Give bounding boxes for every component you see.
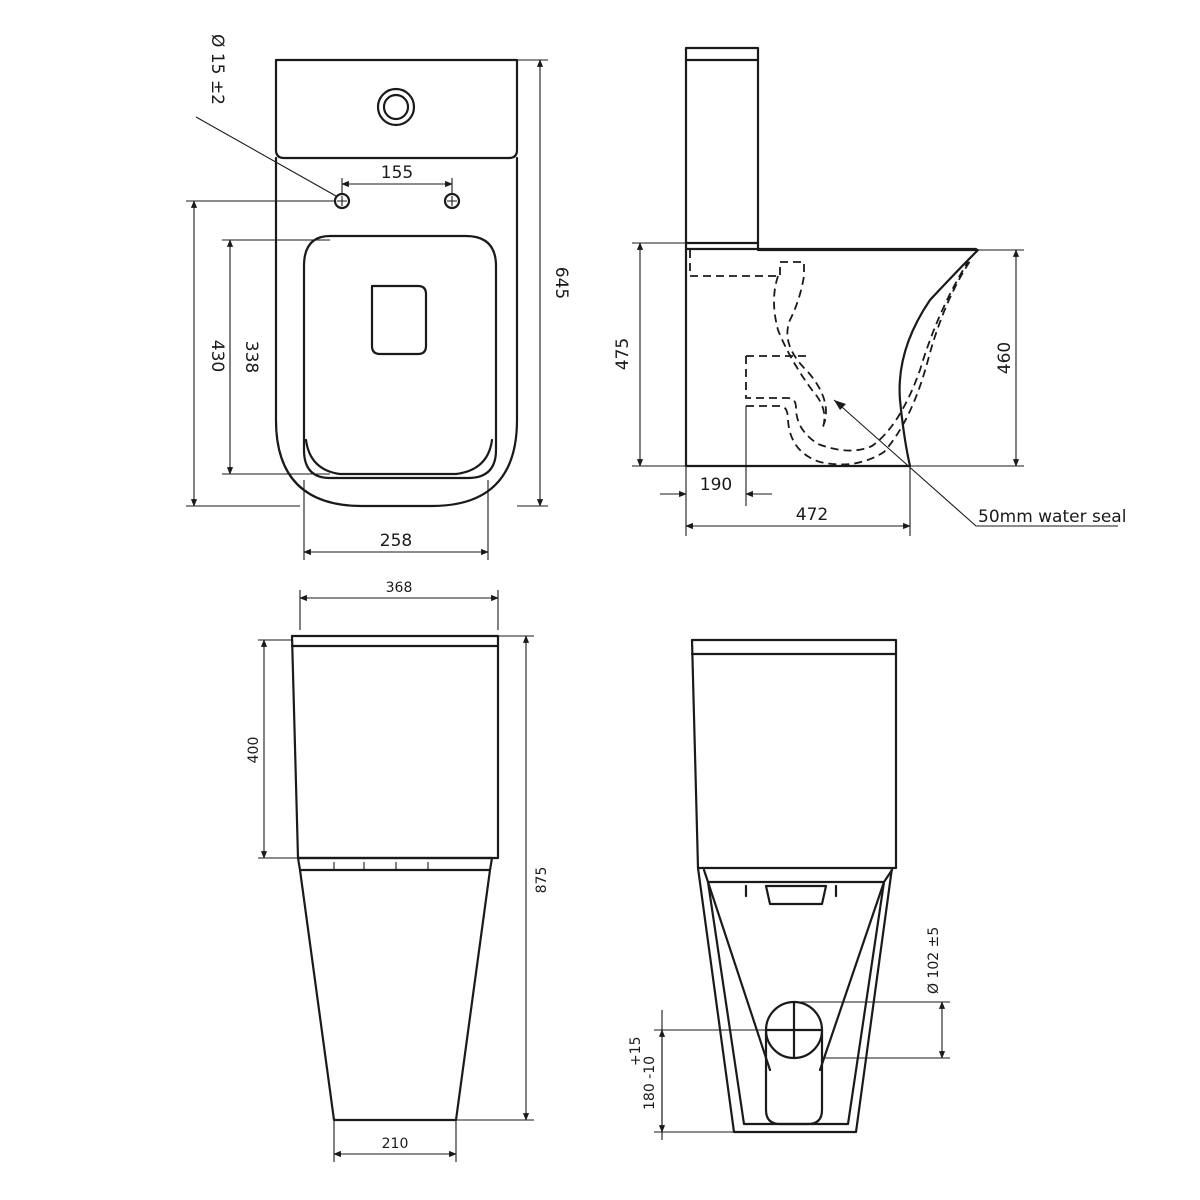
dim-tank-height: 400 xyxy=(246,737,262,764)
rear-elevation-view: Ø 102 ±5 180 -10 +15 xyxy=(628,638,950,1140)
dim-outlet-190: 190 xyxy=(700,475,732,495)
label-water-seal: 50mm water seal xyxy=(978,507,1126,527)
side-section-view: 475 460 190 472 50mm water seal xyxy=(613,46,1126,536)
dim-bolt-spacing: 155 xyxy=(381,163,413,183)
dim-side-height: 475 xyxy=(613,338,633,370)
dim-total-height: 875 xyxy=(534,867,550,894)
dim-overall-depth: 645 xyxy=(551,267,571,299)
dim-outlet-height: 180 -10 xyxy=(642,1056,658,1110)
side-elevation-view: 368 400 875 210 xyxy=(246,580,550,1162)
dim-rim-height: 460 xyxy=(995,342,1015,374)
plan-view: Ø 15 ±2 155 645 430 338 258 xyxy=(186,34,571,560)
dim-seat-338: 338 xyxy=(241,341,261,373)
dim-outlet-height-tol: +15 xyxy=(628,1036,644,1066)
dim-base-472: 472 xyxy=(796,505,828,525)
dim-430: 430 xyxy=(207,340,227,372)
flush-button-icon xyxy=(376,87,416,127)
dim-base-width: 210 xyxy=(382,1136,409,1152)
dim-tank-width: 368 xyxy=(386,580,413,596)
dim-inlet-diameter: Ø 15 ±2 xyxy=(207,34,227,105)
dim-seat-width: 258 xyxy=(380,531,412,551)
dim-outlet-diameter: Ø 102 ±5 xyxy=(926,927,942,994)
